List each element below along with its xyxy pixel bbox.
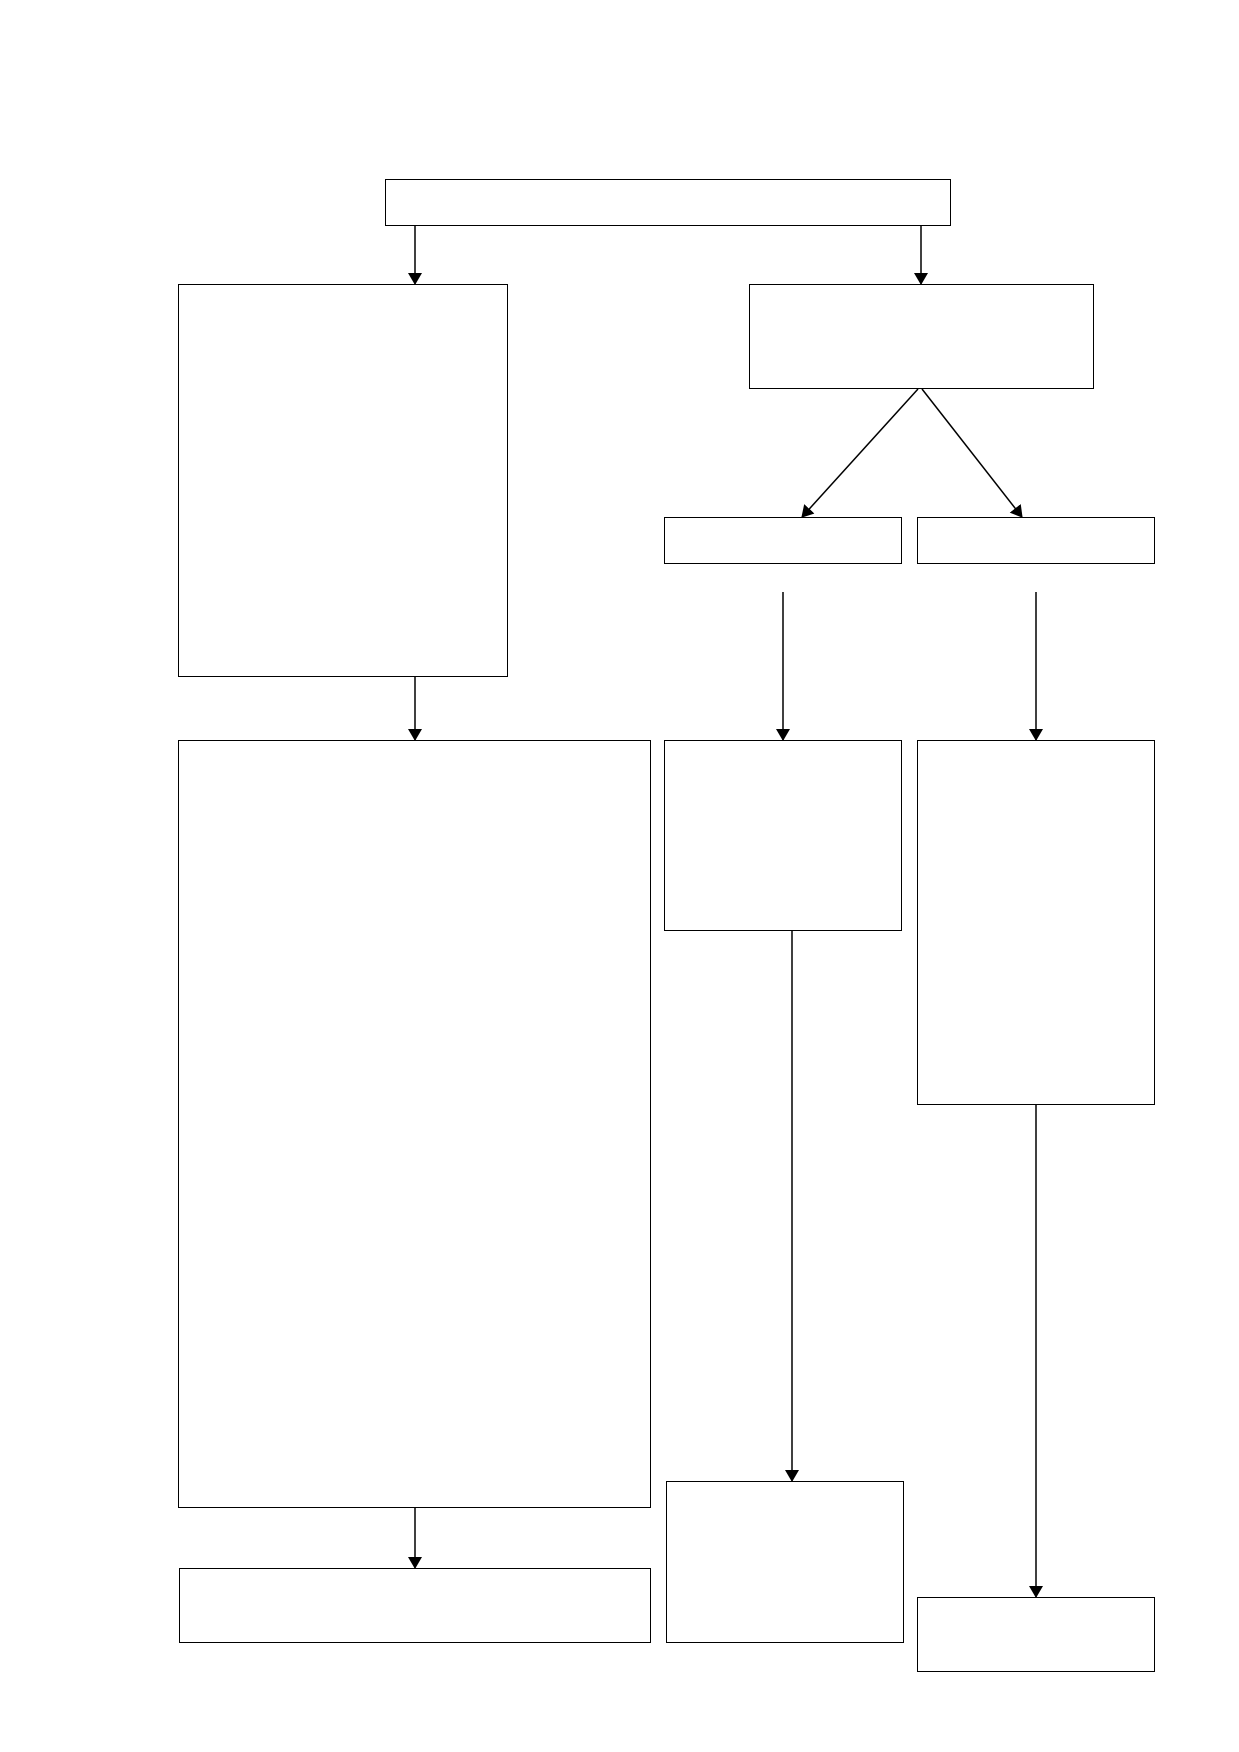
right-outcome-box xyxy=(917,1597,1155,1672)
left-process-box-2 xyxy=(178,740,651,1508)
right-branch-box-a xyxy=(664,517,902,564)
middle-process-box xyxy=(664,740,902,931)
top-process-box xyxy=(385,179,951,226)
arrow-right1-to-right-a xyxy=(801,388,919,518)
right-branch-box-b xyxy=(917,517,1155,564)
right-process-box-1 xyxy=(749,284,1094,389)
left-process-box-1 xyxy=(178,284,508,677)
middle-outcome-box xyxy=(666,1481,904,1643)
right-process-box-2 xyxy=(917,740,1155,1105)
arrow-right1-to-right-b xyxy=(921,388,1023,518)
left-outcome-box xyxy=(179,1568,651,1643)
